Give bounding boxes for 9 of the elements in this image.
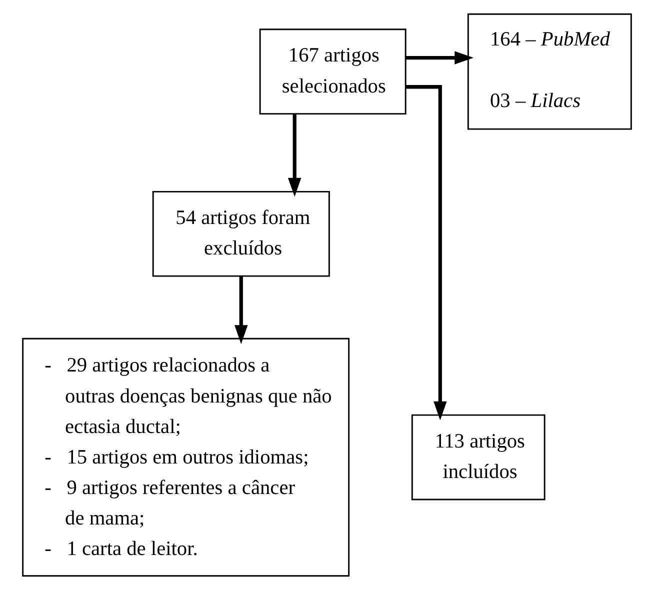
- arrow: [405, 85, 446, 420]
- node-box: 167 artigos selecionados: [258, 28, 406, 115]
- node-box: - 29 artigos relacionados a outras doenças benignas que não ectasia ductal; - 15 artigos em outros idiomas; - 9 artigos referentes a câncer de mama; - 1 carta de leitor.: [22, 338, 350, 577]
- arrow: [405, 51, 474, 64]
- arrow: [287, 114, 301, 197]
- node-box: 113 artigos incluídos: [410, 414, 545, 500]
- node-box: 164 – PubMed 03 – Lilacs: [466, 13, 632, 130]
- node-box: 54 artigos foram excluídos: [152, 190, 330, 277]
- arrow: [234, 276, 248, 344]
